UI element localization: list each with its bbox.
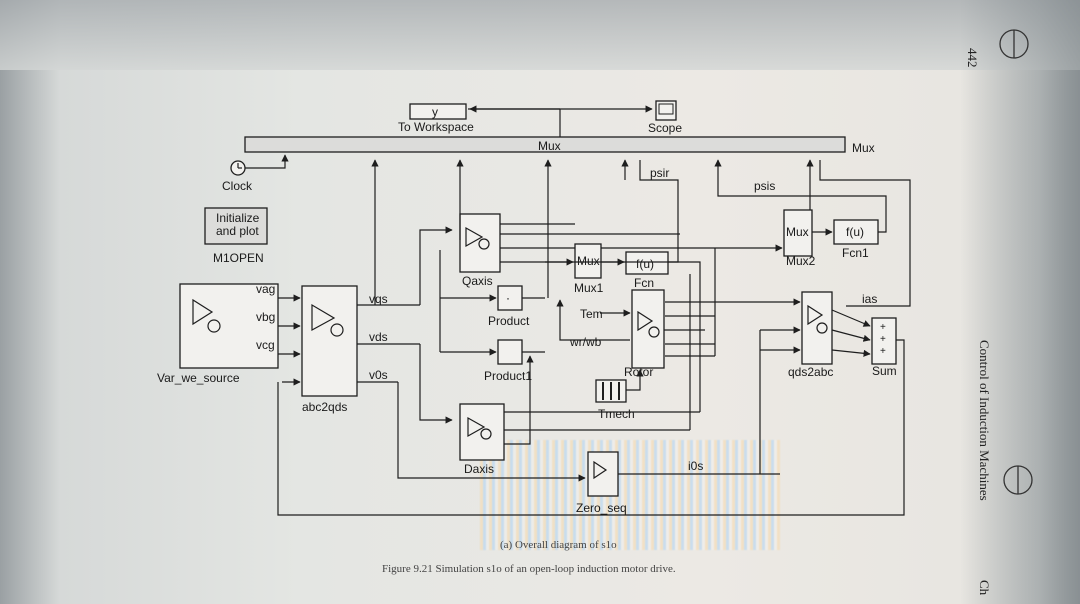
vds-label: vds bbox=[369, 330, 388, 344]
figure-caption: Figure 9.21 Simulation s1o of an open-lo… bbox=[382, 563, 676, 575]
init-line2: and plot bbox=[216, 224, 259, 238]
vcg-label: vcg bbox=[256, 338, 275, 352]
daxis-label: Daxis bbox=[464, 462, 494, 476]
clock-label: Clock bbox=[222, 179, 253, 193]
i0s-label: i0s bbox=[688, 459, 703, 473]
mux-top-label: Mux bbox=[538, 139, 561, 153]
init-line1: Initialize bbox=[216, 211, 260, 225]
vqs-label: vqs bbox=[369, 292, 388, 306]
mux2-label: Mux2 bbox=[786, 254, 816, 268]
page-edge-shadow bbox=[960, 0, 1080, 604]
zero-seq-label: Zero_seq bbox=[576, 501, 627, 515]
ias-label: ias bbox=[862, 292, 877, 306]
mux-right-label: Mux bbox=[852, 141, 875, 155]
svg-text:·: · bbox=[506, 291, 510, 305]
moire-artifact bbox=[480, 440, 780, 550]
mux-bar bbox=[244, 136, 846, 153]
fcn-label: Fcn bbox=[634, 276, 654, 290]
abc2qds-label: abc2qds bbox=[302, 400, 347, 414]
tem-label: Tem bbox=[580, 307, 603, 321]
fcn1-label: Fcn1 bbox=[842, 246, 869, 260]
qaxis-label: Qaxis bbox=[462, 274, 493, 288]
qds2abc-label: qds2abc bbox=[788, 365, 833, 379]
running-header-cut: Ch bbox=[977, 580, 992, 596]
var-we-source-block[interactable] bbox=[179, 283, 279, 369]
source-label: Var_we_source bbox=[157, 371, 240, 385]
abc2qds-block[interactable] bbox=[301, 285, 358, 397]
fcn-block[interactable] bbox=[625, 251, 669, 275]
scope-block[interactable] bbox=[655, 100, 677, 121]
mux2-block[interactable] bbox=[783, 209, 813, 257]
vbg-label: vbg bbox=[256, 310, 275, 324]
qaxis-block[interactable] bbox=[459, 213, 501, 273]
fcn1-expr: f(u) bbox=[846, 225, 864, 239]
running-header: Control of Induction Machines bbox=[977, 340, 992, 501]
model-name: M1OPEN bbox=[213, 251, 264, 265]
scope-label: Scope bbox=[648, 121, 682, 135]
product1-block[interactable] bbox=[497, 339, 523, 365]
to-workspace-block[interactable] bbox=[409, 103, 467, 120]
vag-label: vag bbox=[256, 282, 275, 296]
wrwb-label: wr/wb bbox=[569, 335, 602, 349]
page-number: 442 bbox=[965, 48, 980, 68]
product-label: Product bbox=[488, 314, 530, 328]
svg-text:+: + bbox=[880, 334, 886, 345]
product1-label: Product1 bbox=[484, 369, 532, 383]
mux1-label: Mux1 bbox=[574, 281, 604, 295]
psir-label: psir bbox=[650, 166, 669, 180]
tmech-label: Tmech bbox=[598, 407, 635, 421]
mux2-port: Mux bbox=[786, 225, 809, 239]
mux1-port: Mux bbox=[577, 254, 600, 268]
product-block[interactable] bbox=[497, 285, 523, 311]
svg-text:+: + bbox=[880, 322, 886, 333]
page-shadow bbox=[0, 0, 1080, 70]
psis-label: psis bbox=[754, 179, 775, 193]
sum-label: Sum bbox=[872, 364, 897, 378]
to-workspace-label: To Workspace bbox=[398, 120, 474, 134]
svg-text:+: + bbox=[880, 346, 886, 357]
to-workspace-value: y bbox=[432, 105, 438, 119]
v0s-label: v0s bbox=[369, 368, 388, 382]
sum-block[interactable] bbox=[871, 317, 897, 365]
mux1-block[interactable] bbox=[574, 243, 602, 279]
fcn-expr: f(u) bbox=[636, 257, 654, 271]
subcaption: (a) Overall diagram of s1o bbox=[500, 539, 617, 551]
initialize-plot-button[interactable] bbox=[204, 207, 268, 245]
